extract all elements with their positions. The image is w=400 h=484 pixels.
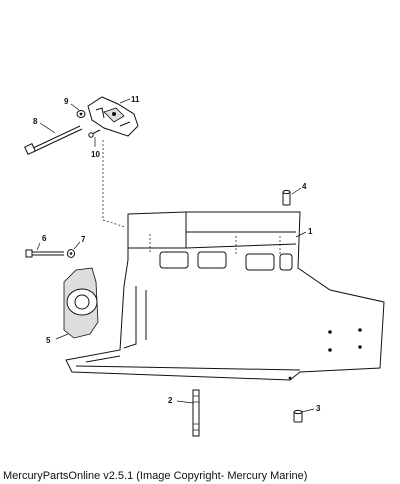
callout-6: 6: [42, 234, 47, 243]
leader-8: [39, 122, 56, 134]
callout-8: 8: [33, 117, 38, 126]
leader-5: [55, 333, 69, 340]
leader-3: [301, 408, 315, 413]
washer-7[interactable]: [67, 249, 75, 258]
callout-9: 9: [64, 97, 69, 106]
leader-9: [70, 103, 80, 111]
callout-11: 11: [131, 95, 140, 104]
washer-9[interactable]: [76, 110, 86, 118]
alignment-line: [102, 140, 126, 228]
copyright-caption: MercuryPartsOnline v2.5.1 (Image Copyrig…: [3, 470, 308, 482]
shroud-5[interactable]: [63, 267, 99, 339]
callout-3: 3: [316, 404, 321, 413]
pin-4[interactable]: [282, 189, 291, 206]
bolt-8[interactable]: [24, 125, 83, 155]
callout-2: 2: [168, 396, 173, 405]
leader-1: [295, 231, 307, 238]
callout-10: 10: [91, 150, 100, 159]
leader-11: [119, 98, 131, 104]
leader-4: [291, 187, 302, 195]
callout-1: 1: [308, 227, 313, 236]
callout-7: 7: [81, 235, 86, 244]
leader-7: [73, 241, 81, 250]
leader-6: [36, 242, 41, 251]
screw-6[interactable]: [25, 249, 64, 258]
housing-1[interactable]: [65, 211, 385, 381]
stud-2[interactable]: [192, 389, 200, 437]
dowel-3[interactable]: [293, 409, 303, 423]
bracket-11[interactable]: [87, 96, 139, 137]
screw-10[interactable]: [88, 129, 101, 138]
leader-2: [176, 400, 194, 404]
callout-5: 5: [46, 336, 51, 345]
exploded-parts-diagram: 8 9 11 10 4: [24, 95, 385, 437]
callout-4: 4: [302, 182, 307, 191]
